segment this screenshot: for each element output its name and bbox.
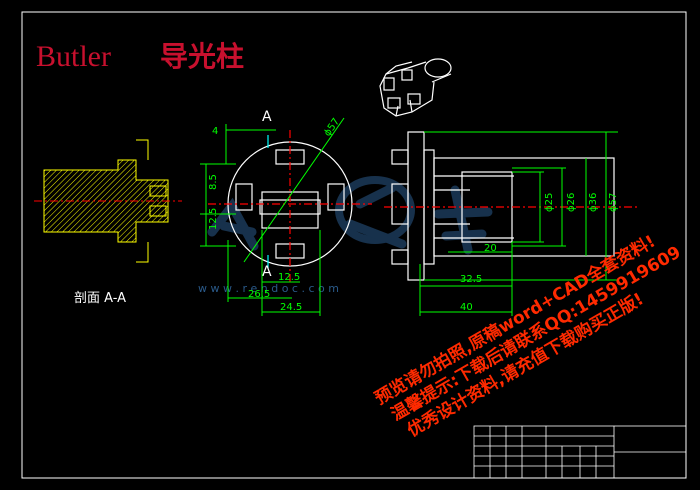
- dim-front-d57: ϕ57: [322, 116, 342, 138]
- section-label: 剖面 A-A: [74, 291, 126, 306]
- section-mark-top: A: [262, 109, 272, 125]
- watermark-line-2: 温馨提示:下载后请联系QQ:1459919609: [387, 242, 684, 426]
- watermark-url: w w w . r e n d o c . c o m: [198, 282, 339, 295]
- dim-front-w4: 4: [212, 126, 218, 137]
- dim-front-h12-5: 12.5: [208, 208, 219, 230]
- dim-side-l40: 40: [460, 302, 473, 313]
- drawing-title-en: Butler: [36, 40, 111, 73]
- dim-side-d36: ϕ36: [588, 193, 599, 212]
- drawing-frame: [21, 11, 687, 479]
- side-view: [384, 131, 640, 281]
- isometric-3d-view: [379, 58, 452, 117]
- dim-side-l32-5: 32.5: [460, 274, 482, 285]
- drawing-title-cn: 导光柱: [160, 40, 244, 73]
- logo-watermark: [207, 176, 493, 255]
- dim-front-w12-5: 12.5: [278, 272, 300, 283]
- front-dimension-lines: [200, 117, 345, 316]
- side-dimension-lines: [419, 131, 618, 316]
- dim-front-w24-5: 24.5: [280, 302, 302, 313]
- section-view-a-a: [34, 139, 182, 263]
- front-view: [208, 130, 372, 282]
- dim-front-w26-5: 26.5: [248, 289, 270, 300]
- dim-front-h8-5: 8.5: [208, 174, 219, 190]
- dim-side-d26: ϕ26: [566, 193, 577, 212]
- dim-side-d25: ϕ25: [544, 193, 555, 212]
- dim-side-d57: ϕ57: [608, 193, 619, 212]
- title-block: [473, 425, 687, 479]
- section-mark-bottom: A: [262, 264, 272, 280]
- dim-side-l20: 20: [484, 243, 497, 254]
